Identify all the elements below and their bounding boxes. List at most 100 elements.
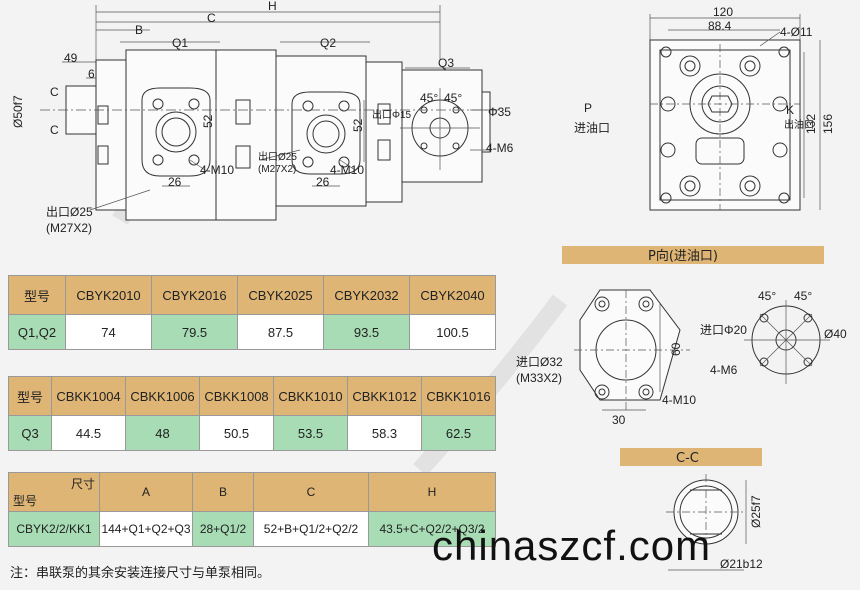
- m6-p: 4-M6: [710, 363, 738, 377]
- port-K: K: [786, 103, 794, 117]
- table-header-cell: CBKK1016: [421, 376, 496, 416]
- outlet-25-a: 出口Ø25: [46, 205, 93, 219]
- table-header-cell: CBKK1012: [347, 376, 422, 416]
- table-row: 尺寸 型号 A B C H: [8, 472, 496, 512]
- inlet-20: 进口Φ20: [700, 323, 747, 337]
- dim-26-a: 26: [168, 175, 182, 189]
- table-header-cell: CBYK2010: [65, 275, 152, 315]
- port-K-label: 出油口: [784, 118, 814, 131]
- table-header-cell: CBKK1008: [199, 376, 274, 416]
- angle-45-b: 45°: [444, 91, 462, 105]
- outlet-25-a-thread: (M27X2): [46, 221, 92, 235]
- table-header-cell: C: [253, 472, 369, 512]
- dim-120: 120: [713, 5, 733, 19]
- corner-bottom-label: 型号: [13, 494, 38, 508]
- table-header-cell: CBKK1004: [51, 376, 126, 416]
- table-cell: 58.3: [347, 415, 422, 451]
- table-cell: CBYK2/2/KK1: [8, 511, 100, 547]
- table-header-cell: CBYK2040: [409, 275, 496, 315]
- table-cell: 53.5: [273, 415, 348, 451]
- table-header-cell: CBKK1006: [125, 376, 200, 416]
- table-cell: 93.5: [323, 314, 410, 350]
- table-header-cell: B: [192, 472, 254, 512]
- dim-49: 49: [64, 51, 78, 65]
- table-cell: 74: [65, 314, 152, 350]
- dim-26-b: 26: [316, 175, 330, 189]
- dim-Q3: Q3: [438, 56, 454, 70]
- footnote: 注：串联泵的其余安装连接尺寸与单泵相同。: [10, 566, 271, 581]
- section-c-top: C: [50, 85, 59, 99]
- angle-45-d: 45°: [794, 289, 812, 303]
- table-cell: 79.5: [151, 314, 238, 350]
- table-header-cell: CBYK2016: [151, 275, 238, 315]
- inlet-32-thread: (M33X2): [516, 371, 562, 385]
- table-formula: 尺寸 型号 A B C H CBYK2/2/KK1 144+Q1+Q2+Q3 2…: [8, 472, 496, 547]
- m10-b: 4-M10: [330, 163, 364, 177]
- angle-45-a: 45°: [420, 91, 438, 105]
- front-view: [649, 14, 821, 211]
- table-header-cell: 型号: [8, 275, 66, 315]
- table-cell: 43.5+C+Q2/2+Q3/2: [368, 511, 496, 547]
- corner-top-label: 尺寸: [70, 477, 95, 491]
- p-view-title: P向(进油口): [648, 248, 718, 264]
- dim-88: 88.4: [708, 19, 732, 33]
- table-cell: 87.5: [237, 314, 324, 350]
- dim-132: 132: [804, 114, 818, 134]
- cc-title-bar: [620, 448, 762, 466]
- dim-Q2: Q2: [320, 36, 336, 50]
- table-cell: 44.5: [51, 415, 126, 451]
- m10-p: 4-M10: [662, 393, 696, 407]
- port-P: P: [584, 101, 592, 115]
- table-cell: 28+Q1/2: [192, 511, 254, 547]
- p-view-flange: [574, 289, 690, 411]
- holes-4-11: 4-Ø11: [780, 25, 813, 39]
- table-cbkk: 型号 CBKK1004 CBKK1006 CBKK1008 CBKK1010 C…: [8, 376, 496, 451]
- p-view-q3-flange: [744, 300, 830, 384]
- phi-35: Φ35: [488, 105, 511, 119]
- cc-section: [666, 474, 747, 571]
- dim-21b12: Ø21b12: [720, 557, 763, 571]
- table-cell: Q3: [8, 415, 52, 451]
- table-cell: 50.5: [199, 415, 274, 451]
- table-cell: Q1,Q2: [8, 314, 66, 350]
- dim-Q1: Q1: [172, 36, 188, 50]
- inlet-32: 进口Ø32: [516, 355, 563, 369]
- table-header-cell: A: [99, 472, 193, 512]
- dim-H: H: [268, 0, 277, 13]
- table-row: 型号 CBKK1004 CBKK1006 CBKK1008 CBKK1010 C…: [8, 376, 496, 416]
- table-header-cell: H: [368, 472, 496, 512]
- table-row: Q3 44.5 48 50.5 53.5 58.3 62.5: [8, 415, 496, 451]
- phi-40: Ø40: [824, 327, 847, 341]
- outlet-25-b: 出口Ø25: [258, 150, 297, 163]
- m6: 4-M6: [486, 141, 514, 155]
- table-cell: 62.5: [421, 415, 496, 451]
- angle-45-c: 45°: [758, 289, 776, 303]
- table-header-cell: CBKK1010: [273, 376, 348, 416]
- side-view: [40, 5, 500, 221]
- dim-C: C: [207, 11, 216, 25]
- dim-156: 156: [821, 114, 835, 134]
- table-cbyk: 型号 CBYK2010 CBYK2016 CBYK2025 CBYK2032 C…: [8, 275, 496, 350]
- table-corner-cell: 尺寸 型号: [8, 472, 100, 512]
- table-header-cell: 型号: [8, 376, 52, 416]
- m10-a: 4-M10: [200, 163, 234, 177]
- table-cell: 52+B+Q1/2+Q2/2: [253, 511, 369, 547]
- table-row: CBYK2/2/KK1 144+Q1+Q2+Q3 28+Q1/2 52+B+Q1…: [8, 511, 496, 547]
- table-cell: 144+Q1+Q2+Q3: [99, 511, 193, 547]
- outlet-25-b-thread: (M27X2): [258, 164, 296, 175]
- dim-B: B: [135, 23, 143, 37]
- watermark: chinaszcf.com: [432, 522, 712, 569]
- table-row: Q1,Q2 74 79.5 87.5 93.5 100.5: [8, 314, 496, 350]
- section-c-bottom: C: [50, 123, 59, 137]
- port-P-label: 进油口: [574, 121, 610, 135]
- table-header-cell: CBYK2032: [323, 275, 410, 315]
- table-cell: 100.5: [409, 314, 496, 350]
- dim-25f7: Ø25f7: [749, 495, 763, 528]
- table-row: 型号 CBYK2010 CBYK2016 CBYK2025 CBYK2032 C…: [8, 275, 496, 315]
- dim-52-a: 52: [201, 114, 215, 128]
- dim-6: 6: [88, 67, 95, 81]
- p-view-title-bar: [562, 246, 824, 264]
- outlet-15: 出口Φ15: [372, 108, 412, 121]
- dim-30: 30: [612, 413, 626, 427]
